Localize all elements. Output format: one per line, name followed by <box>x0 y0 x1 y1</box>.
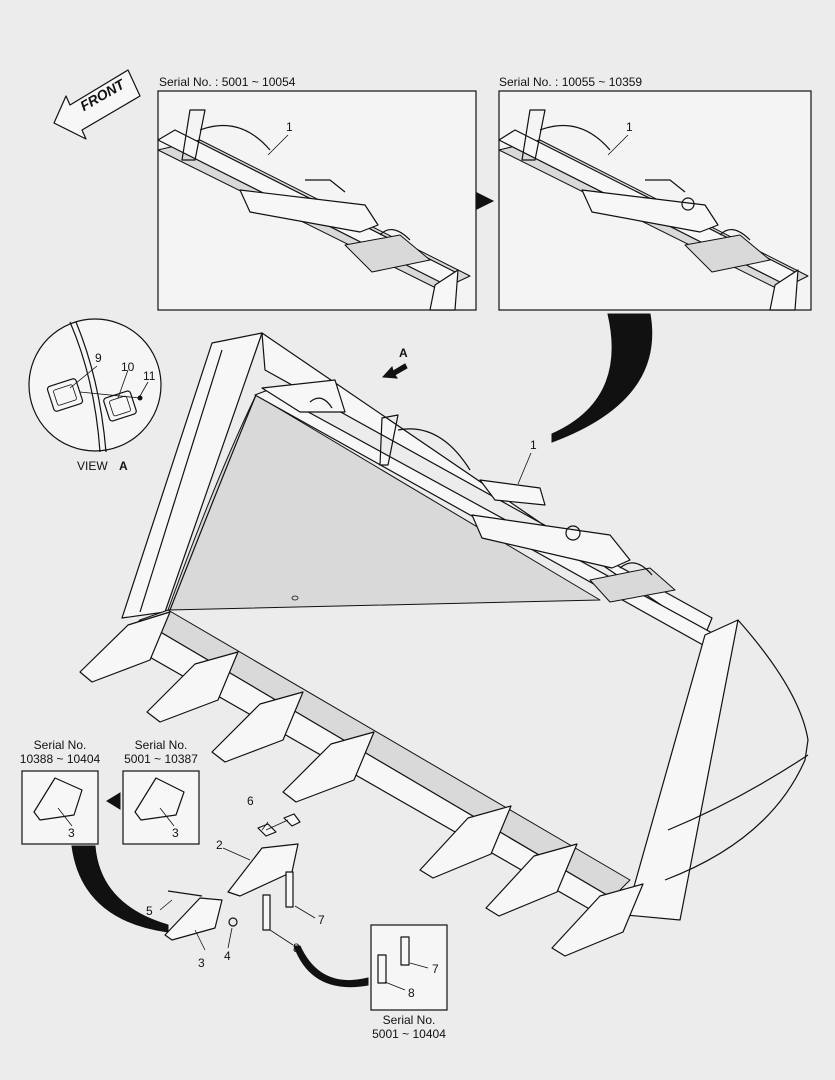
callout-3-assembly: 3 <box>198 956 205 970</box>
front-arrow-icon <box>53 69 141 140</box>
callout-10: 10 <box>121 360 135 374</box>
panel-1-serial: Serial No. : 5001 ~ 10054 <box>159 75 296 89</box>
detail-panel-2 <box>498 90 812 311</box>
curved-arrow-icon <box>551 313 653 443</box>
view-a-circle <box>28 318 162 453</box>
view-label: VIEW A <box>77 459 128 473</box>
callout-3-box-b: 3 <box>172 826 179 840</box>
tooth-b-serial-line1: Serial No. <box>134 738 188 752</box>
detail-panel-1 <box>157 90 477 311</box>
view-direction-arrow-icon <box>381 363 408 379</box>
arrow-left-icon <box>106 792 121 810</box>
callout-4: 4 <box>224 949 231 963</box>
callout-1-panel-1: 1 <box>286 120 293 134</box>
tooth-box-b <box>122 770 200 845</box>
callout-7-box: 7 <box>432 962 439 976</box>
callout-1-panel-2: 1 <box>626 120 633 134</box>
callout-5: 5 <box>146 904 153 918</box>
bucket-teeth <box>79 611 644 957</box>
callout-3-box-a: 3 <box>68 826 75 840</box>
bolt-serial: Serial No. 5001 ~ 10404 <box>362 1013 456 1041</box>
view-letter: A <box>119 459 128 473</box>
callout-11: 11 <box>143 369 156 383</box>
callout-1-main: 1 <box>530 438 537 452</box>
view-word: VIEW <box>77 459 108 473</box>
callout-9: 9 <box>95 351 102 365</box>
callout-8-box: 8 <box>408 986 415 1000</box>
bolt-box <box>370 924 448 1011</box>
curved-arrow-icon-2 <box>71 845 169 933</box>
bolt-serial-line2: 5001 ~ 10404 <box>372 1027 446 1041</box>
callout-2: 2 <box>216 838 223 852</box>
curved-arrow-icon-3 <box>293 945 369 988</box>
adapter-assembly <box>164 813 301 941</box>
leader-lines <box>57 452 532 991</box>
panel-2-serial: Serial No. : 10055 ~ 10359 <box>499 75 643 89</box>
tooth-b-serial: Serial No. 5001 ~ 10387 <box>118 738 204 766</box>
arrow-a-label: A <box>399 346 408 360</box>
tooth-box-a <box>21 770 99 845</box>
arrow-right-icon <box>476 192 495 210</box>
tooth-a-serial-line2: 10388 ~ 10404 <box>19 752 101 766</box>
tooth-a-serial: Serial No. 10388 ~ 10404 <box>18 738 102 766</box>
callout-8-assembly: 8 <box>293 941 300 955</box>
tooth-a-serial-line1: Serial No. <box>33 738 87 752</box>
tooth-b-serial-line2: 5001 ~ 10387 <box>124 752 198 766</box>
callout-7-assembly: 7 <box>318 913 325 927</box>
callout-6: 6 <box>247 794 254 808</box>
bolt-serial-line1: Serial No. <box>382 1013 436 1027</box>
